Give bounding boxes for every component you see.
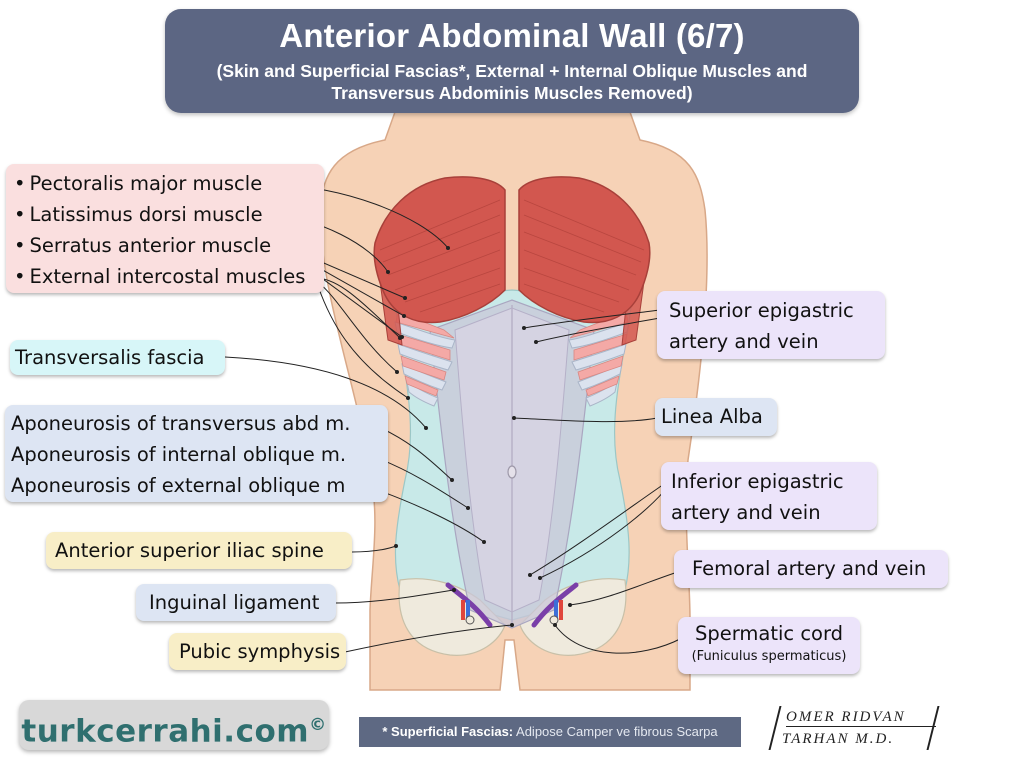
label-funiculus-spermaticus: (Funiculus spermaticus) [691, 649, 847, 664]
label-serratus-anterior: Serratus anterior muscle [14, 230, 324, 261]
spermatic-cord-label-box: Spermatic cord (Funiculus spermaticus) [678, 617, 860, 674]
logo-text: turkcerrahi.com [21, 713, 310, 750]
femoral-vessels-right [549, 600, 563, 625]
copyright-mark: © [309, 715, 327, 735]
ribs-right [568, 321, 630, 407]
label-superior-epigastric-vessels: artery and vein [669, 330, 819, 353]
superior-epigastric-label-box: Superior epigastric artery and vein [657, 291, 885, 359]
superficial-fascias-footnote: * Superficial Fascias: Adipose Camper ve… [359, 717, 741, 747]
muscles-label-box: Pectoralis major muscle Latissimus dorsi… [6, 164, 324, 293]
label-pectoralis-major: Pectoralis major muscle [14, 168, 324, 199]
footnote-text: Adipose Camper ve fibrous Scarpa [513, 724, 718, 739]
label-linea-alba: Linea Alba [655, 398, 777, 436]
subtitle-line-2: Transversus Abdominis Muscles Removed) [331, 83, 693, 103]
pectoralis-right [518, 176, 651, 324]
label-aponeurosis-transversus: Aponeurosis of transversus abd m. [11, 412, 351, 435]
aponeurosis-label-box: Aponeurosis of transversus abd m. Aponeu… [5, 405, 388, 502]
ribs-left [394, 321, 456, 407]
signature-line-2: TARHAN M.D. [782, 731, 895, 747]
label-external-intercostal: External intercostal muscles [14, 261, 324, 292]
label-femoral-artery-vein: Femoral artery and vein [674, 550, 948, 588]
label-anterior-superior-iliac-spine: Anterior superior iliac spine [46, 532, 352, 569]
inferior-epigastric-label-box: Inferior epigastric artery and vein [661, 462, 877, 530]
label-pubic-symphysis: Pubic symphysis [169, 633, 346, 670]
umbilicus [507, 465, 517, 479]
signature-bar-left [768, 706, 782, 750]
label-superior-epigastric: Superior epigastric [669, 299, 854, 322]
diagram-subtitle: (Skin and Superficial Fascias*, External… [165, 60, 859, 104]
label-aponeurosis-external-oblique: Aponeurosis of external oblique m [11, 474, 346, 497]
diagram-title: Anterior Abdominal Wall (6/7) [279, 17, 745, 54]
label-aponeurosis-internal-oblique: Aponeurosis of internal oblique m. [11, 443, 347, 466]
footnote-heading: * Superficial Fascias: [382, 724, 514, 739]
leader-dots [386, 246, 572, 627]
label-inferior-epigastric: Inferior epigastric [671, 470, 844, 493]
label-transversalis-fascia: Transversalis fascia [10, 340, 225, 375]
pectoralis-fibers [379, 199, 645, 313]
author-signature: OMER RIDVAN TARHAN M.D. [768, 706, 940, 750]
femoral-vessels-left [461, 600, 475, 625]
pelvis-right [519, 578, 627, 656]
label-inguinal-ligament: Inguinal ligament [136, 584, 336, 621]
label-latissimus-dorsi: Latissimus dorsi muscle [14, 199, 324, 230]
label-inferior-epigastric-vessels: artery and vein [671, 501, 821, 524]
subtitle-line-1: (Skin and Superficial Fascias*, External… [216, 61, 808, 81]
label-spermatic-cord: Spermatic cord [694, 622, 844, 645]
title-banner: Anterior Abdominal Wall (6/7) (Skin and … [165, 9, 859, 113]
pectoralis-left [373, 176, 506, 324]
signature-line-1: OMER RIDVAN [786, 708, 936, 727]
site-logo: turkcerrahi.com© [19, 700, 329, 750]
